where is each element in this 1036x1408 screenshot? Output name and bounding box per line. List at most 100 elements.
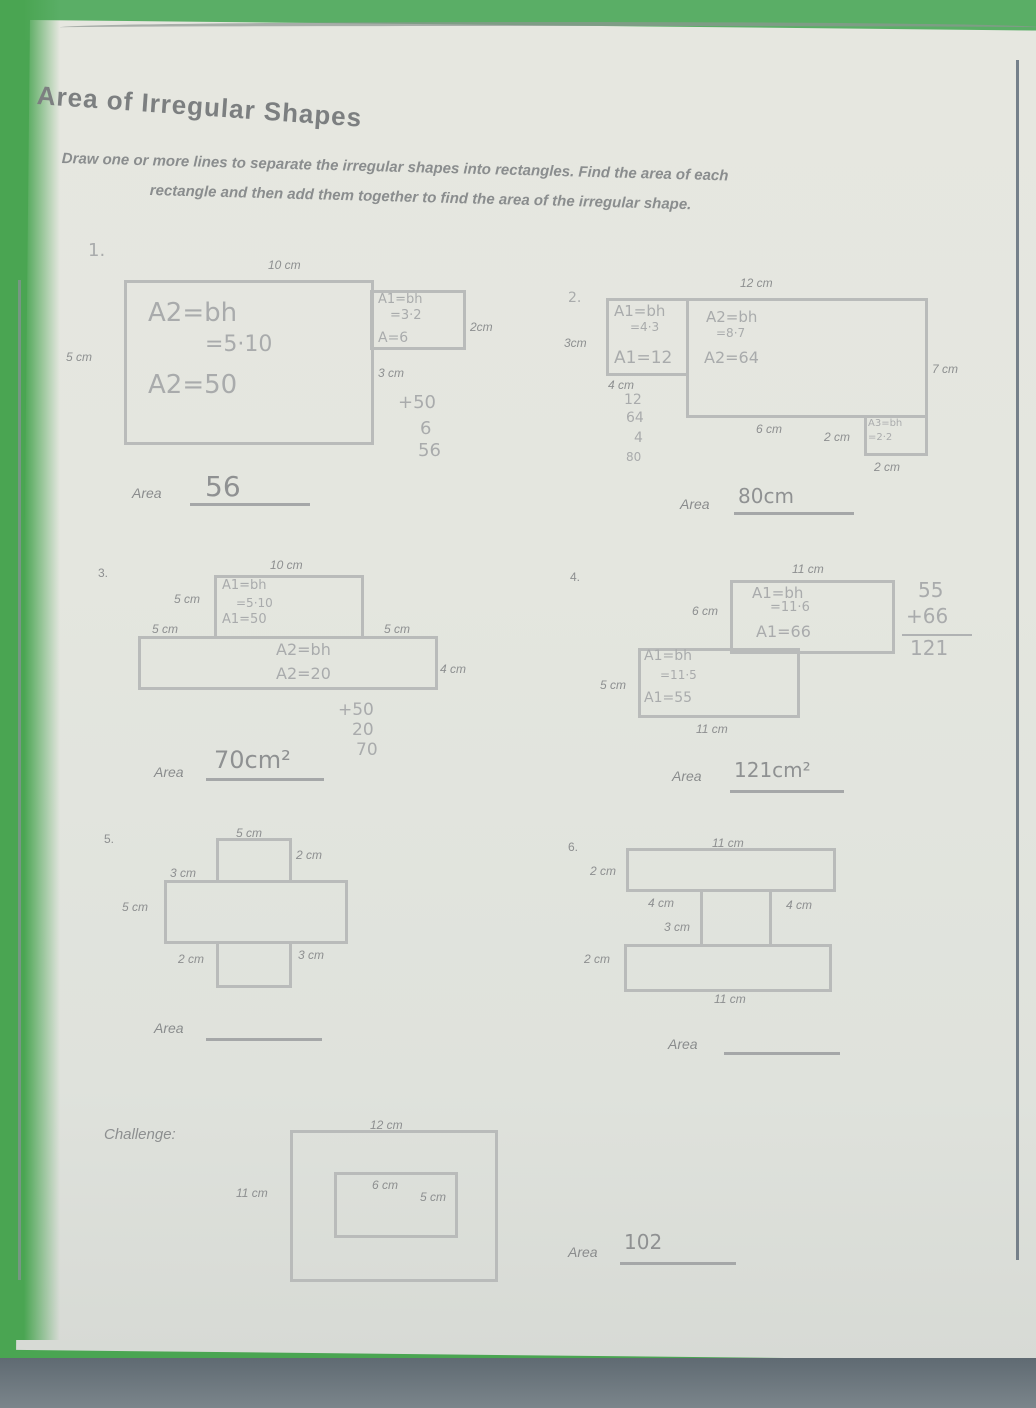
work-line: 4: [634, 430, 643, 446]
work-line: =4·3: [630, 320, 660, 334]
problem-number: 6.: [568, 840, 579, 854]
area-label: Area: [154, 1020, 184, 1036]
work-line: =2·2: [868, 432, 893, 443]
binder-edge-left: [18, 280, 21, 1280]
work-line: 12: [624, 392, 642, 408]
problem-number: 2.: [568, 290, 582, 306]
dim-bottom: 11 cm: [696, 722, 728, 736]
work-line: A1=bh: [644, 648, 692, 664]
area-label: Area: [568, 1244, 598, 1260]
shape-rect-notch: [864, 416, 928, 456]
work-line: 70: [356, 740, 378, 760]
problem-number: 4.: [570, 570, 581, 584]
area-answer[interactable]: 121cm²: [734, 758, 811, 782]
work-line: +50: [398, 392, 436, 413]
area-answer[interactable]: 102: [624, 1230, 663, 1254]
shape-bar-bottom: [624, 944, 832, 992]
work-line: A1=50: [222, 612, 267, 627]
shape-bar-top: [626, 848, 836, 892]
answer-line: [206, 1038, 322, 1041]
work-line: =8·7: [716, 326, 746, 340]
dim-left: 5 cm: [122, 900, 149, 914]
work-line: 55: [918, 578, 944, 602]
work-line: A2=bh: [706, 308, 758, 326]
answer-line: [190, 503, 310, 506]
area-answer[interactable]: 56: [205, 470, 241, 503]
shape-rect-left: [606, 298, 688, 376]
shape-rect-middle: [164, 880, 348, 944]
answer-line: [730, 790, 844, 793]
binder-edge: [1016, 60, 1019, 1260]
answer-line: [724, 1052, 840, 1055]
shape-rect-small: [370, 290, 466, 350]
shape-inner-rect: [334, 1172, 458, 1238]
area-answer[interactable]: 80cm: [738, 484, 794, 508]
dim-notch-bottom: 2 cm: [874, 460, 901, 474]
answer-line: [734, 512, 854, 515]
work-line: A1=bh: [752, 584, 804, 602]
work-line: 64: [626, 410, 644, 426]
work-line: =3·2: [390, 308, 422, 323]
dim-top: 11 cm: [792, 562, 824, 576]
work-line: 56: [418, 440, 441, 461]
dim-bottom-left: 2 cm: [584, 952, 611, 966]
work-line: =5·10: [205, 332, 273, 357]
desk-surface: [0, 1358, 1036, 1408]
work-line: A2=64: [704, 348, 759, 367]
shape-rect-upper: [730, 580, 895, 654]
shape-stem: [700, 890, 772, 946]
shape-rect-top: [214, 575, 364, 639]
work-line: =5·10: [236, 596, 273, 610]
shape-rect-large: [124, 280, 374, 445]
dim-left-upper: 5 cm: [174, 592, 201, 606]
work-line: A2=bh: [276, 640, 331, 659]
dim-inner-left: 4 cm: [648, 896, 675, 910]
work-line: A1=bh: [614, 302, 666, 320]
dim-upper-left: 6 cm: [692, 604, 719, 618]
challenge-label: Challenge:: [104, 1126, 176, 1143]
shape-rect-lower: [638, 648, 800, 718]
area-label: Area: [154, 764, 184, 780]
work-line: 121: [910, 636, 949, 660]
shape-rect-bottom: [138, 636, 438, 690]
dim-bottom: 11 cm: [714, 992, 746, 1006]
shape-rect-bottom: [216, 942, 292, 988]
paper-fold: [60, 22, 1036, 40]
dim-inner-right: 4 cm: [786, 898, 813, 912]
dim-inner-height: 3 cm: [664, 920, 691, 934]
answer-line: [206, 778, 324, 781]
dim-outer-left: 11 cm: [236, 1186, 268, 1200]
dim-right-ledge: 5 cm: [384, 622, 411, 636]
dim-top: 12 cm: [740, 276, 773, 290]
dim-inner-right: 5 cm: [420, 1190, 447, 1204]
dim-notch-left: 2 cm: [824, 430, 851, 444]
dim-top: 10 cm: [270, 558, 303, 572]
shape-rect-main: [686, 298, 928, 418]
dim-left: 3cm: [564, 336, 587, 350]
dim-bottom-left: 2 cm: [178, 952, 205, 966]
work-line: A1=55: [644, 690, 693, 706]
area-answer[interactable]: 70cm²: [214, 746, 291, 774]
dim-bottom: 6 cm: [756, 422, 783, 436]
work-line: A1=12: [614, 348, 673, 368]
shape-rect-top: [216, 838, 292, 882]
work-line: A=6: [378, 330, 409, 346]
problem-number: 3.: [98, 566, 109, 580]
work-line: A1=bh: [378, 292, 423, 307]
dim-lower-left: 5 cm: [600, 678, 627, 692]
dim-bottom-small: 3 cm: [378, 366, 405, 380]
work-line: 20: [352, 720, 374, 740]
background-left-edge: [0, 0, 60, 1340]
dim-top-right: 2 cm: [296, 848, 323, 862]
dim-right: 4 cm: [440, 662, 467, 676]
shape-outer-rect: [290, 1130, 498, 1282]
work-line: A3=bh: [868, 418, 903, 429]
work-line: =11·5: [660, 668, 697, 682]
work-line: A2=20: [276, 664, 331, 683]
dim-left-ledge: 3 cm: [170, 866, 197, 880]
area-label: Area: [680, 496, 710, 512]
dim-inner-top: 6 cm: [372, 1178, 399, 1192]
work-line: +50: [338, 700, 374, 720]
work-line: A1=66: [756, 622, 811, 641]
dim-top: 11 cm: [712, 836, 744, 850]
